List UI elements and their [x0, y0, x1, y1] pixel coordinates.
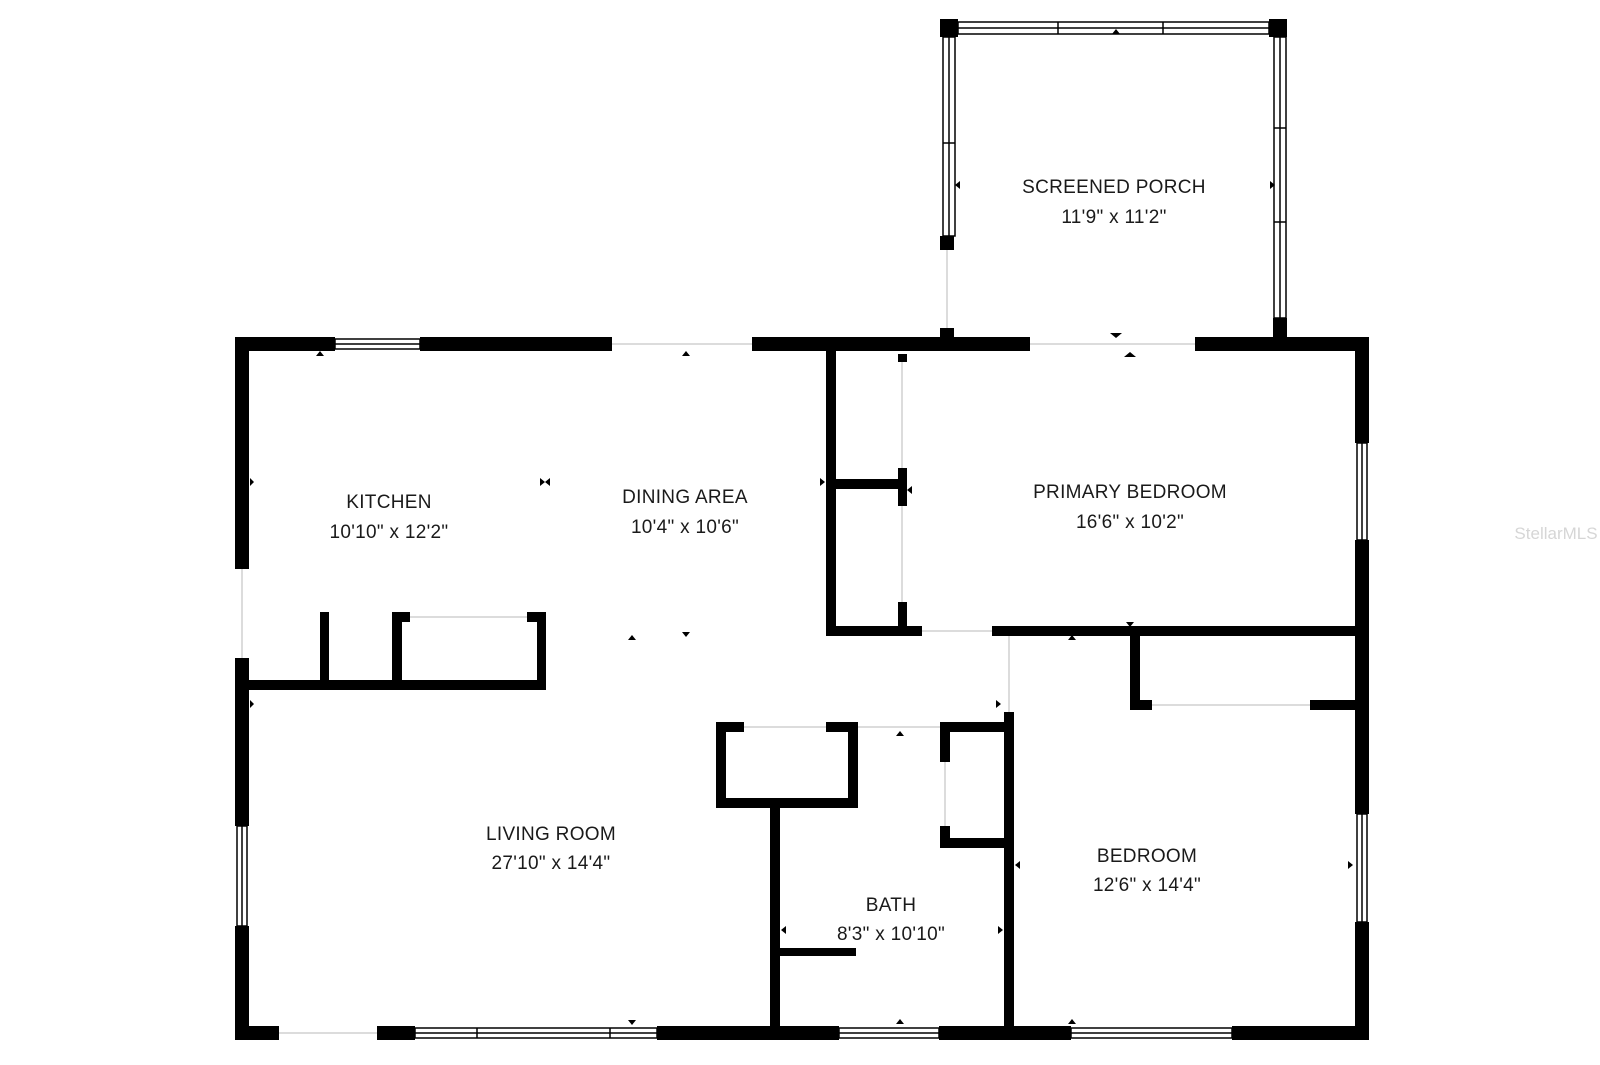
interior-openings [410, 362, 1310, 826]
screened-porch-size: 11'9" x 11'2" [1061, 207, 1166, 228]
kitchen-size: 10'10" x 12'2" [330, 522, 449, 543]
windows [236, 338, 1368, 1039]
primary-bedroom-size: 16'6" x 10'2" [1076, 512, 1184, 533]
dining-area-name: DINING AREA [622, 487, 748, 508]
interior-walls [248, 349, 1369, 1040]
bath-name: BATH [866, 895, 916, 916]
screened-porch-name: SCREENED PORCH [1022, 177, 1206, 198]
measurement-markers [250, 29, 1353, 1025]
primary-bedroom-name: PRIMARY BEDROOM [1033, 482, 1227, 503]
living-room-name: LIVING ROOM [486, 824, 616, 845]
kitchen-name: KITCHEN [346, 492, 432, 513]
openings [241, 343, 1195, 1034]
living-room-size: 27'10" x 14'4" [492, 853, 611, 874]
watermark: StellarMLS [1514, 524, 1597, 543]
dining-area-size: 10'4" x 10'6" [631, 517, 739, 538]
bedroom-name: BEDROOM [1097, 846, 1197, 867]
room-labels: SCREENED PORCH 11'9" x 11'2" KITCHEN 10'… [330, 177, 1227, 945]
bath-size: 8'3" x 10'10" [837, 924, 945, 945]
screened-porch [940, 19, 1287, 350]
bedroom-size: 12'6" x 14'4" [1093, 875, 1201, 896]
